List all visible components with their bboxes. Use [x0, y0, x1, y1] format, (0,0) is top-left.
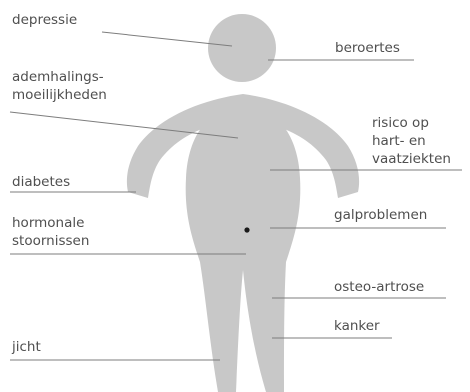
- label-kanker: kanker: [334, 318, 380, 334]
- label-risico-line-2: hart- en: [372, 133, 426, 149]
- label-risico-line-3: vaatziekten: [372, 151, 451, 167]
- label-beroertes: beroertes: [335, 40, 400, 56]
- label-ademhalingsmoeilijkheden-line-2: moeilijkheden: [12, 87, 107, 103]
- label-depressie: depressie: [12, 12, 77, 28]
- label-hormonale-line-2: stoornissen: [12, 233, 89, 249]
- head: [208, 14, 276, 82]
- label-risico-line-1: risico op: [372, 115, 429, 131]
- torso-and-legs: [186, 106, 301, 392]
- label-osteo-artrose: osteo-artrose: [334, 279, 424, 295]
- label-ademhalingsmoeilijkheden-line-1: ademhalings-: [12, 69, 104, 85]
- label-jicht: jicht: [11, 339, 41, 355]
- label-galproblemen: galproblemen: [334, 207, 427, 223]
- body-silhouette: [127, 14, 359, 392]
- label-hormonale-line-1: hormonale: [12, 215, 84, 231]
- navel-dot: [244, 227, 249, 232]
- label-diabetes: diabetes: [12, 174, 70, 190]
